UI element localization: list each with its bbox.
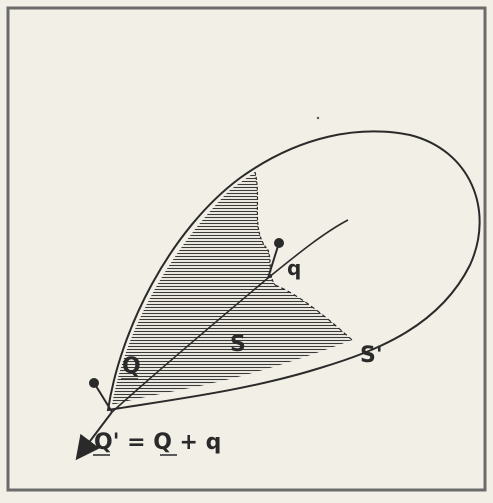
s-prime-boundary (274, 284, 353, 341)
displacement-arrow (75, 411, 113, 461)
trajectory-line (111, 219, 349, 413)
shaded-region-s (112, 172, 352, 405)
region-outline (106, 130, 481, 412)
label-s: S (230, 332, 246, 357)
label-equation: Q' = Q + q (94, 430, 221, 455)
stray-mark (316, 116, 320, 120)
label-s-prime: S' (360, 343, 383, 368)
frame-border (6, 6, 487, 492)
label-q-vector: q (287, 256, 301, 280)
q-prime-head (89, 378, 99, 388)
q-prime-stem (95, 385, 113, 413)
q-vector-head (274, 238, 284, 248)
shaded-boundary (254, 171, 276, 286)
q-vector-stem (267, 245, 279, 279)
label-q-point: Q (122, 354, 141, 379)
